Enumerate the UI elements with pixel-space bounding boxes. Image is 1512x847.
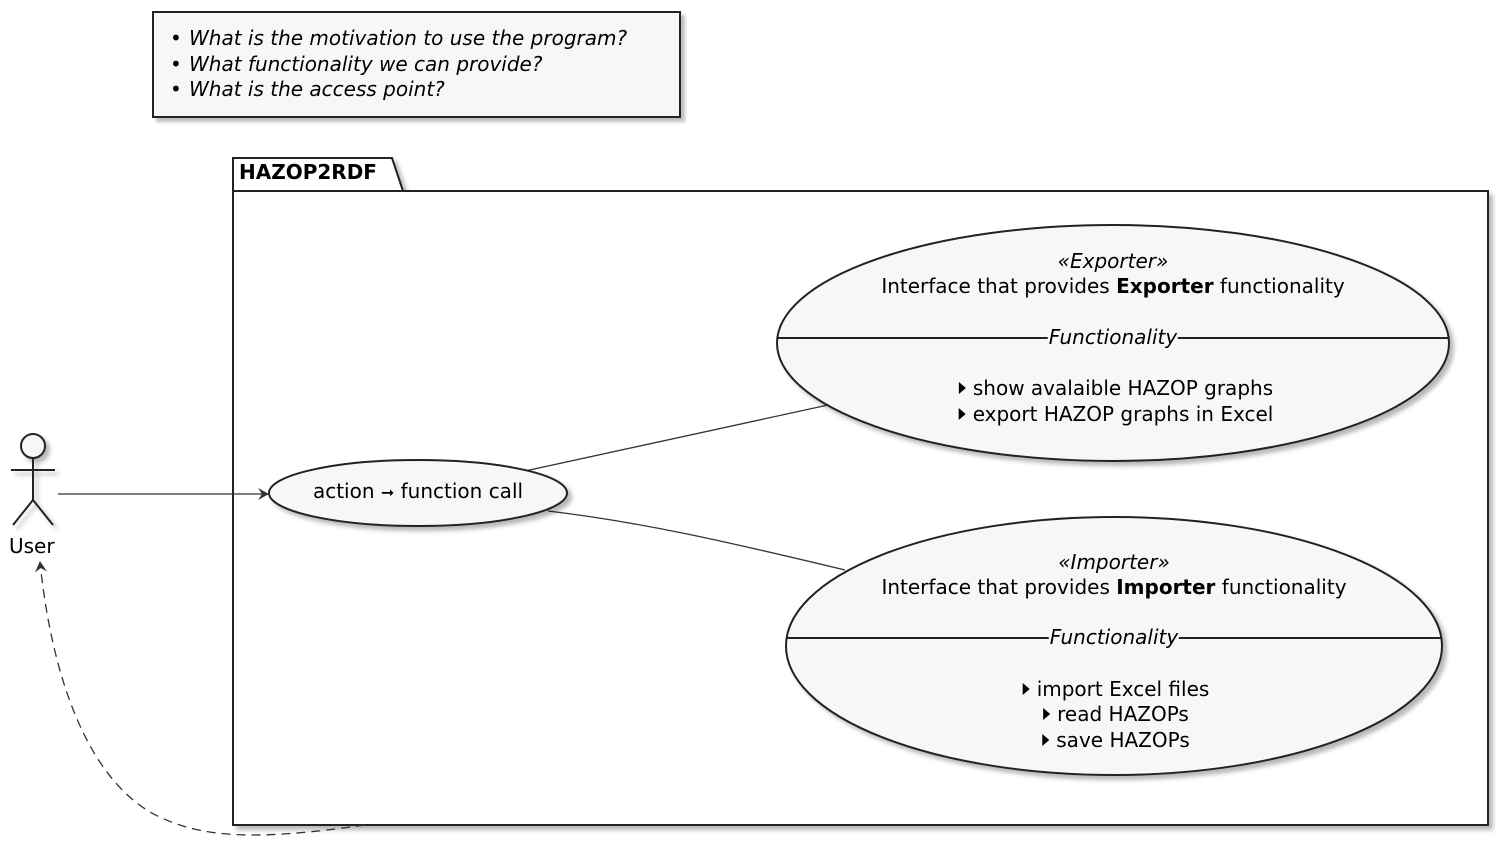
action-usecase-label: action ➞ function call [313, 478, 523, 506]
importer-item-text: read HAZOPs [1057, 702, 1189, 726]
exporter-item: show avalaible HAZOP graphs [958, 375, 1274, 401]
importer-title-prefix: Interface that provides [881, 575, 1117, 599]
importer-stereotype: «Importer» [1058, 550, 1170, 574]
importer-title: Interface that provides Importer functio… [881, 574, 1346, 600]
actor-label: User [9, 534, 55, 558]
note-item: What functionality we can provide? [170, 52, 627, 78]
note-list: What is the motivation to use the progra… [170, 26, 627, 103]
importer-section-title-wrap: Functionality [1048, 624, 1180, 650]
importer-item-text: save HAZOPs [1056, 728, 1190, 752]
return-dashed-arrow [35, 561, 366, 836]
exporter-title-prefix: Interface that provides [881, 274, 1117, 298]
note-item: What is the motivation to use the progra… [170, 26, 627, 52]
exporter-title: Interface that provides Exporter functio… [881, 273, 1344, 299]
exporter-item: export HAZOP graphs in Excel [958, 401, 1274, 427]
user-actor-icon[interactable] [11, 433, 55, 526]
importer-item-text: import Excel files [1036, 677, 1210, 701]
importer-item: import Excel files [1022, 676, 1210, 702]
exporter-section-title-wrap: Functionality [1047, 324, 1179, 350]
action-to-exporter-line [524, 404, 829, 472]
triangle-bullet-icon [1043, 708, 1051, 720]
action-label-left: action [312, 479, 375, 503]
triangle-bullet-icon [958, 382, 966, 394]
exporter-stereotype: «Exporter» [1057, 249, 1169, 273]
importer-item: read HAZOPs [1043, 701, 1189, 727]
exporter-item-text: show avalaible HAZOP graphs [972, 376, 1274, 400]
action-usecase-ellipse[interactable] [268, 459, 568, 527]
importer-title-suffix: functionality [1215, 575, 1347, 599]
triangle-bullet-icon [1042, 734, 1050, 746]
triangle-bullet-icon [958, 408, 966, 420]
exporter-item-text: export HAZOP graphs in Excel [972, 402, 1274, 426]
action-to-importer-line [547, 510, 846, 571]
importer-item: save HAZOPs [1042, 727, 1190, 753]
importer-title-bold: Importer [1116, 575, 1216, 599]
action-label-right: function call [400, 479, 524, 503]
note-item: What is the access point? [170, 77, 627, 103]
importer-section-title: Functionality [1048, 625, 1180, 649]
exporter-section-title: Functionality [1047, 325, 1179, 349]
exporter-title-bold: Exporter [1116, 274, 1214, 298]
right-arrow-icon: ➞ [380, 483, 395, 502]
exporter-title-suffix: functionality [1213, 274, 1345, 298]
triangle-bullet-icon [1022, 683, 1030, 695]
package-name: HAZOP2RDF [239, 160, 377, 184]
